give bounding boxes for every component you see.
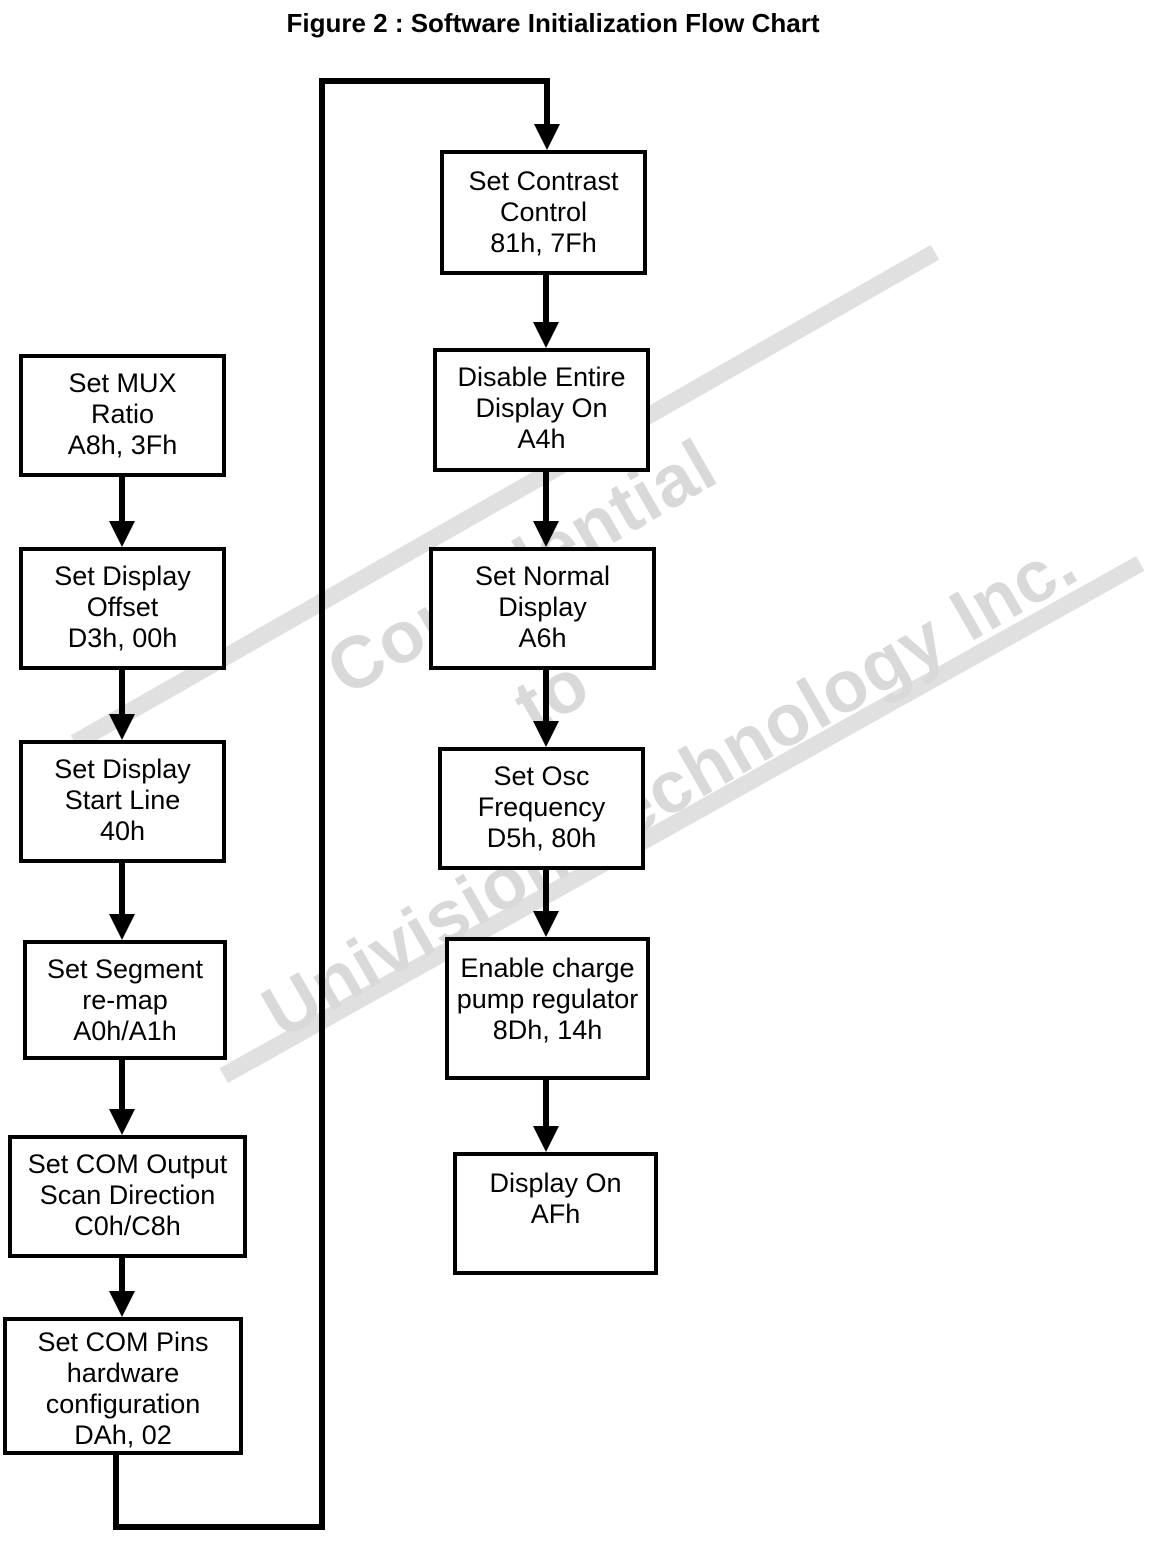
arrow-stem bbox=[543, 1080, 549, 1128]
connector-main-vertical bbox=[319, 78, 325, 1530]
connector-top-horizontal bbox=[319, 78, 550, 84]
box-line: configuration bbox=[45, 1389, 201, 1419]
flow-box-set-mux-ratio: Set MUX Ratio A8h, 3Fh bbox=[19, 354, 226, 477]
box-line: Set COM Pins bbox=[37, 1327, 209, 1357]
flow-box-enable-charge-pump-regulator: Enable charge pump regulator 8Dh, 14h bbox=[445, 937, 650, 1080]
arrow-down-icon bbox=[534, 124, 560, 150]
flow-box-set-com-output-scan-direction: Set COM Output Scan Direction C0h/C8h bbox=[8, 1135, 247, 1258]
box-line: Scan Direction bbox=[39, 1180, 216, 1210]
box-line: D3h, 00h bbox=[67, 623, 178, 653]
box-line: Set Contrast bbox=[468, 166, 619, 196]
box-line: Control bbox=[499, 197, 588, 227]
box-line: Display bbox=[498, 592, 587, 622]
flow-box-set-contrast-control: Set Contrast Control 81h, 7Fh bbox=[440, 150, 647, 275]
box-line: Enable charge bbox=[460, 953, 635, 983]
box-line: Start Line bbox=[64, 785, 181, 815]
flow-box-display-on: Display On AFh bbox=[453, 1152, 658, 1275]
box-line: Set Osc bbox=[493, 761, 590, 791]
arrow-down-icon bbox=[109, 1109, 135, 1135]
arrow-down-icon bbox=[109, 914, 135, 940]
box-line: 40h bbox=[99, 816, 146, 846]
box-line: Disable Entire bbox=[457, 362, 626, 392]
box-line: D5h, 80h bbox=[486, 823, 597, 853]
box-line: Set Display bbox=[54, 754, 191, 784]
arrow-down-icon bbox=[109, 714, 135, 740]
connector-bottom-horizontal bbox=[113, 1524, 325, 1530]
box-line: Set MUX bbox=[68, 368, 177, 398]
arrow-stem bbox=[543, 275, 549, 324]
flow-box-set-display-offset: Set Display Offset D3h, 00h bbox=[19, 547, 226, 670]
flow-box-set-osc-frequency: Set Osc Frequency D5h, 80h bbox=[438, 747, 645, 870]
box-line: Set Display bbox=[54, 561, 191, 591]
arrow-down-icon bbox=[533, 322, 559, 348]
box-line: Ratio bbox=[90, 399, 155, 429]
arrow-stem bbox=[119, 670, 125, 716]
arrow-stem bbox=[119, 1060, 125, 1111]
arrow-stem bbox=[543, 670, 549, 723]
box-line: Set COM Output bbox=[27, 1149, 228, 1179]
flow-box-set-com-pins-hardware-configuration: Set COM Pins hardware configuration DAh,… bbox=[3, 1317, 243, 1455]
box-line: Frequency bbox=[477, 792, 606, 822]
box-line: Offset bbox=[86, 592, 159, 622]
box-line: Display On bbox=[489, 1168, 622, 1198]
arrow-down-icon bbox=[533, 721, 559, 747]
arrow-stem bbox=[119, 1258, 125, 1293]
flow-box-set-segment-remap: Set Segment re-map A0h/A1h bbox=[23, 940, 227, 1060]
arrow-down-icon bbox=[109, 1291, 135, 1317]
box-line: A6h bbox=[518, 623, 567, 653]
box-line: C0h/C8h bbox=[74, 1211, 181, 1241]
connector-top-drop bbox=[544, 78, 550, 126]
flow-box-set-normal-display: Set Normal Display A6h bbox=[429, 547, 656, 670]
arrow-down-icon bbox=[533, 521, 559, 547]
box-line: DAh, 02 bbox=[74, 1420, 172, 1450]
flow-box-disable-entire-display-on: Disable Entire Display On A4h bbox=[433, 348, 650, 472]
flow-box-set-display-start-line: Set Display Start Line 40h bbox=[19, 740, 226, 863]
box-line: 81h, 7Fh bbox=[490, 228, 597, 258]
arrow-down-icon bbox=[533, 911, 559, 937]
box-line: re-map bbox=[82, 985, 168, 1015]
arrow-down-icon bbox=[109, 521, 135, 547]
connector-bottom-vertical bbox=[113, 1453, 119, 1530]
box-line: A4h bbox=[517, 424, 566, 454]
box-line: Set Normal bbox=[474, 561, 611, 591]
box-line: Display On bbox=[475, 393, 608, 423]
box-line: 8Dh, 14h bbox=[492, 1015, 603, 1045]
box-line: A8h, 3Fh bbox=[67, 430, 178, 460]
arrow-stem bbox=[119, 477, 125, 523]
box-line: A0h/A1h bbox=[73, 1016, 177, 1046]
arrow-down-icon bbox=[533, 1126, 559, 1152]
box-line: AFh bbox=[530, 1199, 581, 1229]
arrow-stem bbox=[119, 863, 125, 916]
box-line: Set Segment bbox=[46, 954, 204, 984]
box-line: pump regulator bbox=[456, 984, 639, 1014]
arrow-stem bbox=[543, 472, 549, 523]
box-line: hardware bbox=[66, 1358, 180, 1388]
arrow-stem bbox=[543, 870, 549, 913]
figure-title: Figure 2 : Software Initialization Flow … bbox=[286, 8, 820, 38]
